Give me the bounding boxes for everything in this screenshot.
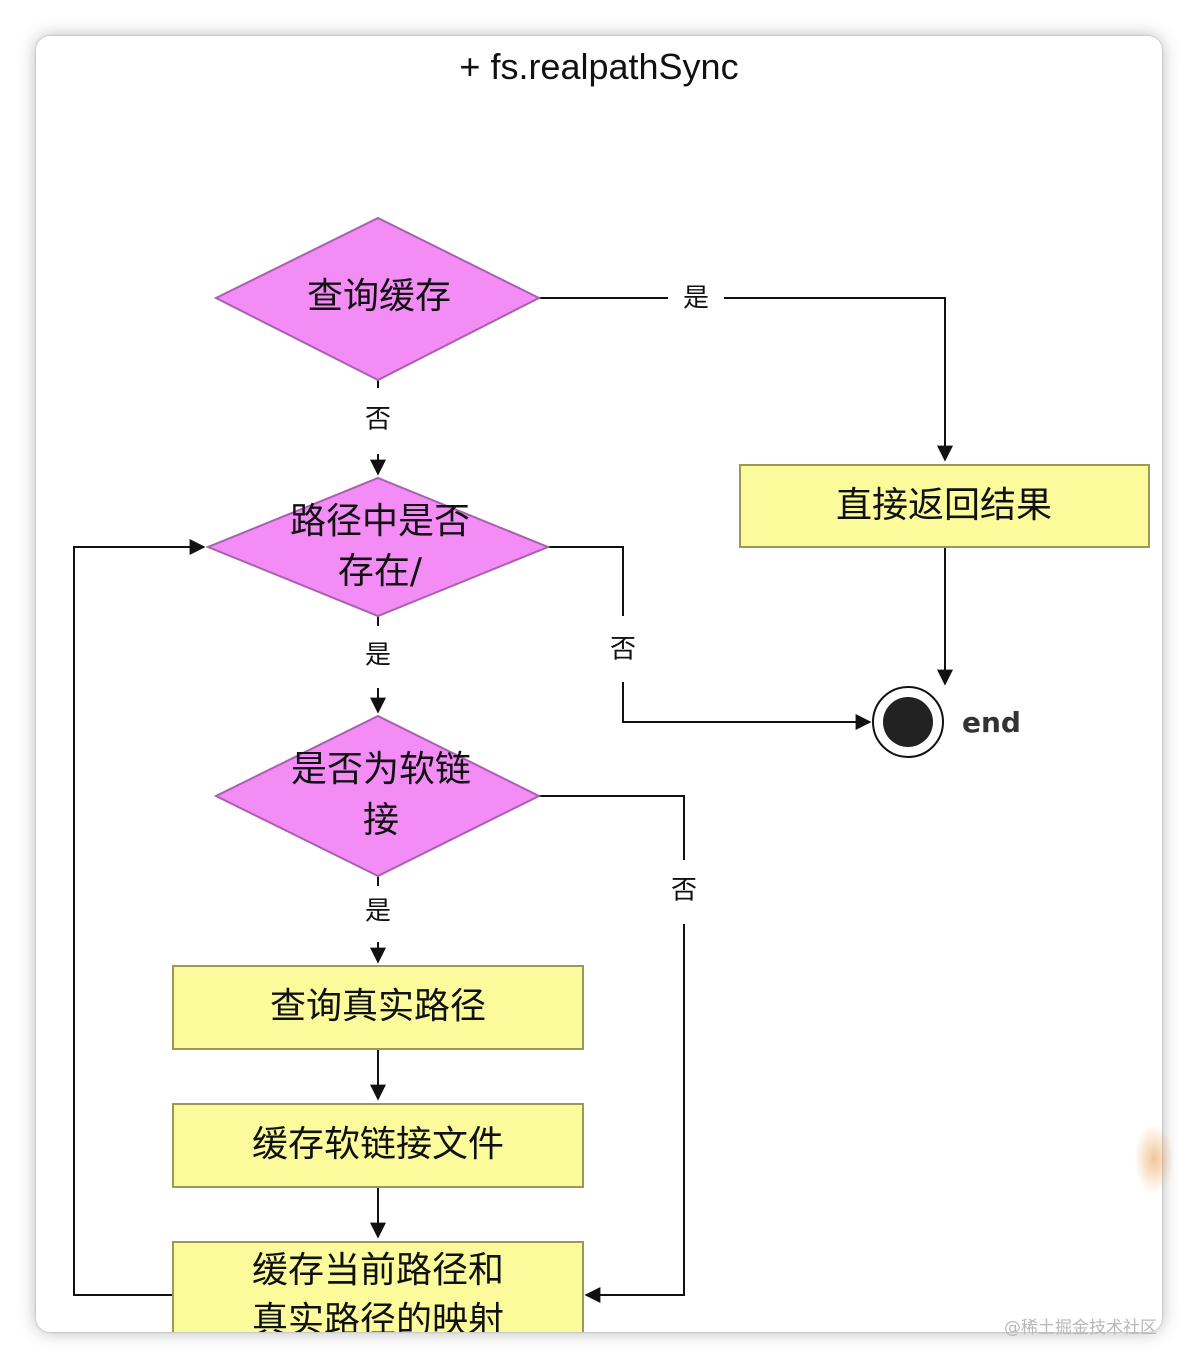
- edge-label-symlink-yes: 是: [365, 897, 391, 927]
- watermark: @稀土掘金技术社区: [1004, 1318, 1157, 1338]
- decision-path-exists-label-2: 存在/: [338, 551, 423, 592]
- diagram-window: 查询缓存 直接返回结果 路径中是否 存在/ end 是否为软链 接 查询真实路径…: [36, 36, 1162, 1332]
- edge-path-no: [548, 546, 624, 616]
- scroll-indicator[interactable]: [1134, 1124, 1174, 1194]
- process-cache-symlink-file: [172, 1103, 584, 1188]
- edge-symlink-no: [539, 795, 685, 860]
- decision-is-symlink: [213, 714, 542, 878]
- edge-label-path-yes: 是: [365, 641, 391, 671]
- process-cache-symlink-file-label: 缓存软链接文件: [252, 1124, 504, 1165]
- decision-path-exists: [205, 476, 551, 618]
- process-cache-mapping-label-1: 缓存当前路径和: [252, 1250, 504, 1291]
- process-return-result-label: 直接返回结果: [836, 485, 1052, 526]
- diagram-title: +fs.realpathSync: [36, 46, 1162, 88]
- process-query-real-path: [172, 965, 584, 1050]
- edge-label-path-no: 否: [610, 635, 636, 665]
- end-node-inner: [883, 697, 933, 747]
- decision-is-symlink-label-1: 是否为软链: [291, 749, 471, 790]
- end-node-label: end: [962, 706, 1021, 739]
- edge-label-symlink-no: 否: [671, 876, 697, 906]
- flowchart: 查询缓存 直接返回结果 路径中是否 存在/ end 是否为软链 接 查询真实路径…: [73, 216, 1150, 1332]
- process-query-real-path-label: 查询真实路径: [270, 986, 486, 1027]
- edge-label-cache-no: 否: [365, 405, 391, 435]
- decision-path-exists-label-1: 路径中是否: [290, 501, 470, 542]
- process-cache-mapping: [172, 1241, 584, 1332]
- diagram-title-text: fs.realpathSync: [490, 46, 739, 87]
- edge-path-no-cont: [622, 682, 872, 730]
- plus-icon[interactable]: +: [459, 46, 481, 87]
- process-return-result: [739, 464, 1150, 548]
- edge-symlink-no-cont: [584, 924, 685, 1303]
- edge-loop-back: [73, 539, 206, 1296]
- process-cache-mapping-label-2: 真实路径的映射: [252, 1300, 504, 1332]
- decision-check-cache: [213, 216, 542, 382]
- edge-label-cache-yes: 是: [683, 284, 709, 314]
- decision-check-cache-label: 查询缓存: [307, 276, 451, 317]
- edge-cache-yes-cont: [724, 297, 953, 462]
- decision-is-symlink-label-2: 接: [363, 800, 399, 841]
